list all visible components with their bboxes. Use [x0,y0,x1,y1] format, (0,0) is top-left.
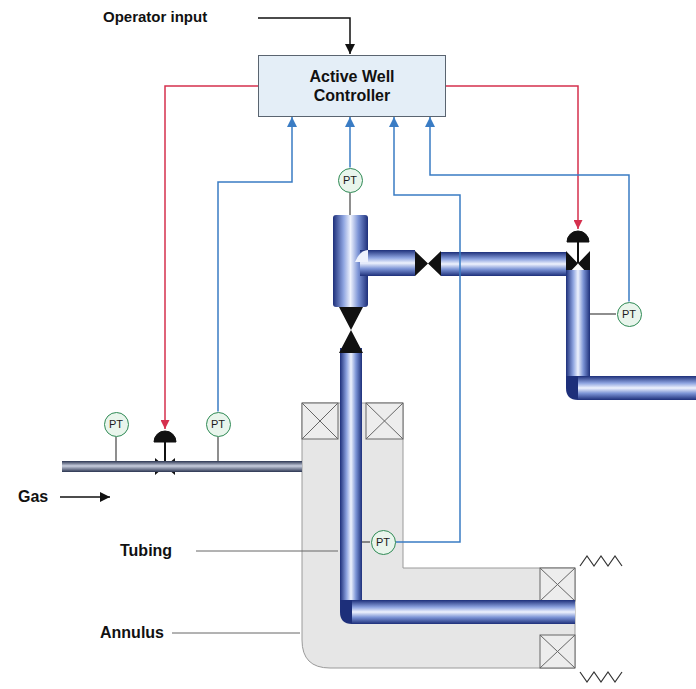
valve-actuator [154,231,589,466]
controller-box: Active Well Controller [258,55,446,117]
break-mark [580,556,622,566]
leader-line [196,551,338,552]
control-signal [446,86,578,229]
leader-line [172,633,300,634]
sensor-stem [116,193,616,542]
part-label: Annulus [100,623,164,642]
input-arrow [258,18,350,54]
tubing-pipe [340,348,575,624]
flow-label: Gas [18,487,48,506]
sensor-tag: PT [376,537,390,548]
sensor-tag: PT [622,309,636,320]
part-label: Tubing [120,541,172,560]
input-label: Operator input [103,8,207,26]
signal-line [218,117,292,412]
valve-symbol [155,251,590,475]
pressure-transmitter: PT [104,412,129,437]
pressure-transmitter: PT [206,412,231,437]
wellhead-tee [333,215,415,307]
flowline-pipe [441,252,696,400]
controller-name: Active Well Controller [287,67,417,105]
pressure-transmitter: PT [338,168,363,193]
gas-injection-line [62,461,302,472]
sensor-tag: PT [109,419,123,430]
signal-line [430,117,629,302]
pressure-transmitter: PT [617,302,642,327]
break-mark [580,672,622,682]
sensor-tag: PT [211,419,225,430]
sensor-tag: PT [343,175,357,186]
signal-line [349,117,351,168]
signal-line [394,117,460,542]
flow-arrow [60,496,110,498]
pressure-transmitter: PT [371,530,396,555]
control-signal [165,86,258,429]
